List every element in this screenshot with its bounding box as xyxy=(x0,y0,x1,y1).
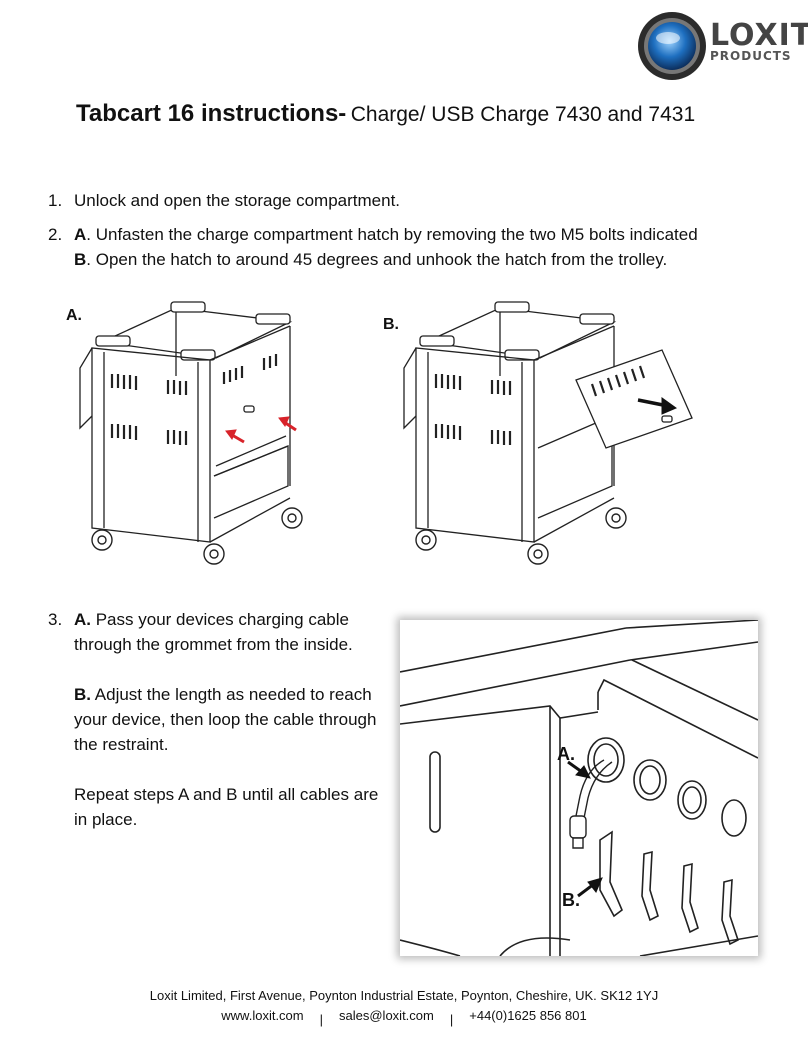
logo-sub: PRODUCTS xyxy=(710,49,792,63)
step-number: 3. xyxy=(48,610,63,629)
photo-a-label: A. xyxy=(557,744,575,764)
step-b-text-2: your device, then loop the cable through xyxy=(74,710,377,729)
step-text: Unlock and open the storage compartment. xyxy=(74,191,401,210)
logo-emblem-icon xyxy=(638,12,706,80)
step-b-text-3: the restraint. xyxy=(74,735,169,754)
figure-a-label: A. xyxy=(66,307,82,324)
photo-b-label: B. xyxy=(562,890,580,910)
footer-address: Loxit Limited, First Avenue, Poynton Ind… xyxy=(149,988,659,1003)
footer-contacts: www.loxit.com | sales@loxit.com | +44(0)1625… xyxy=(0,1008,808,1027)
figure-b-cart-drawing xyxy=(400,298,696,570)
step-b-text: Adjust the length as needed to reach xyxy=(91,685,372,704)
step-b-label: B xyxy=(74,250,87,269)
title-bold: Tabcart 16 instructions- xyxy=(76,100,347,127)
step-2: 2. A. Unfasten the charge compartment hat… xyxy=(48,222,698,272)
step-3: 3. A. Pass your devices charging cable th… xyxy=(48,607,378,832)
footer-separator: | xyxy=(319,1012,324,1027)
step-a-text-2: through the grommet from the inside. xyxy=(74,635,353,654)
page-title: Tabcart 16 instructions- Charge/ USB Cha… xyxy=(76,100,695,128)
loxit-logo xyxy=(634,8,806,84)
figure-a-cart-drawing xyxy=(76,296,316,568)
step-1: 1. Unlock and open the storage compartmen… xyxy=(48,188,400,213)
step-b-label: B. xyxy=(74,685,91,704)
step-b-text: . Open the hatch to around 45 degrees an… xyxy=(86,250,668,269)
grommet-detail-drawing xyxy=(400,620,758,956)
figure-b-label: B. xyxy=(383,316,399,333)
footer-web[interactable]: www.loxit.com xyxy=(221,1008,304,1023)
title-regular: Charge/ USB Charge 7430 and 7431 xyxy=(350,103,696,126)
footer-email[interactable]: sales@loxit.com xyxy=(339,1008,434,1023)
grommet-detail-illustration: A. B. xyxy=(400,620,758,956)
step-repeat-text: Repeat steps A and B until all cables ar… xyxy=(74,785,379,804)
step-a-label: A. xyxy=(74,610,91,629)
step-repeat-text-2: in place. xyxy=(74,810,138,829)
step-a-label: A xyxy=(74,225,87,244)
step-number: 1. xyxy=(48,191,63,210)
logo-name: LOXIT xyxy=(710,18,808,53)
step-number: 2. xyxy=(48,225,63,244)
step-a-text: . Unfasten the charge compartment hatch … xyxy=(86,225,698,244)
footer-phone: +44(0)1625 856 801 xyxy=(469,1008,587,1023)
step-a-text: Pass your devices charging cable xyxy=(91,610,349,629)
footer-separator: | xyxy=(449,1012,454,1027)
